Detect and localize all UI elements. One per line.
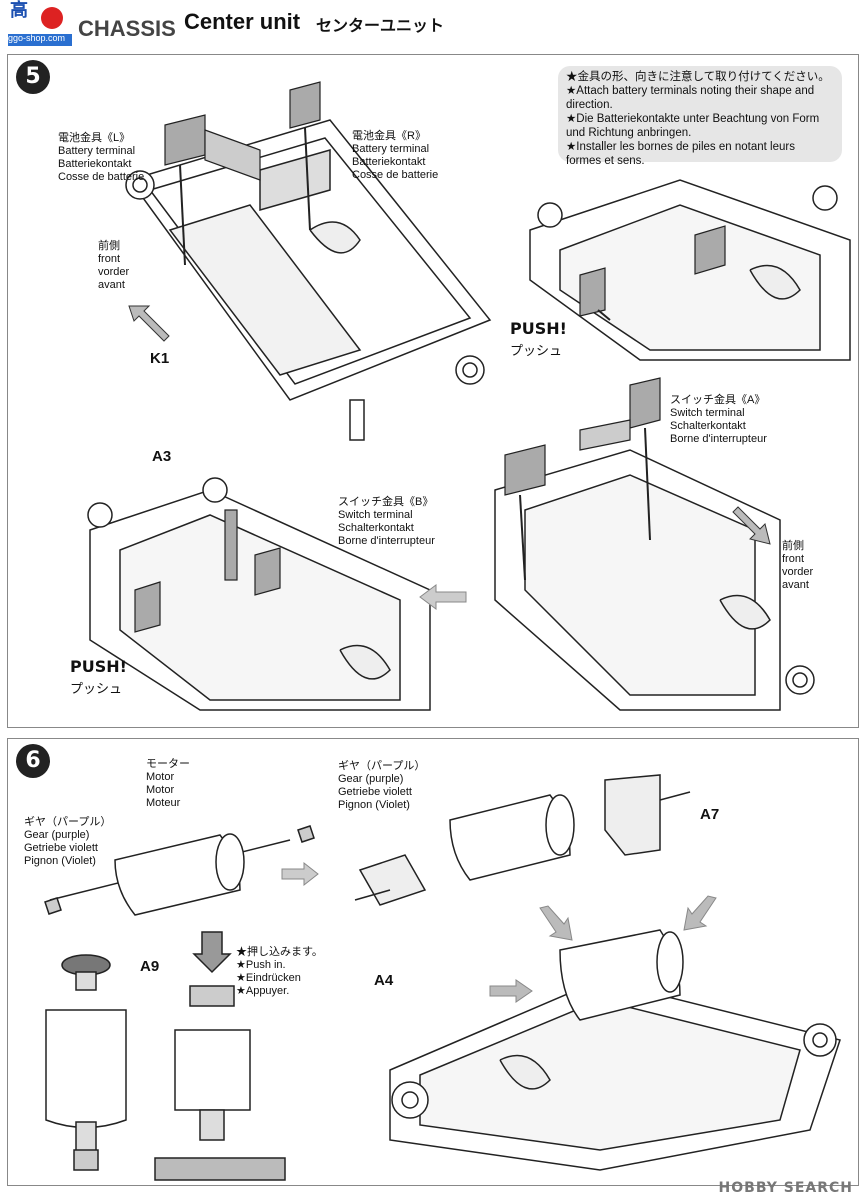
logo-subtext: ggo-shop.com [8,33,66,43]
press-arrow-2 [683,895,717,931]
push-jp-label-1: プッシュ [510,343,563,358]
front-arrow-1 [128,305,170,342]
flow-arrow-right [281,861,319,887]
chassis-illustration-5 [389,929,841,1171]
part-a4-label: A4 [374,972,394,989]
motor-illustration-1 [44,825,315,916]
page-header: 高 ggo-shop.com CHASSIS Center unit センターユ… [0,0,867,56]
logo-text: 高 [10,0,28,20]
motor-illustration-2 [354,774,691,906]
step6-number: 6 [16,744,50,778]
part-a7-label: A7 [700,806,720,823]
chassis-illustration-4 [494,377,815,711]
press-arrow-3 [489,979,533,1003]
chassis-label: CHASSIS [78,16,176,41]
motor-illustration-3 [45,954,127,1171]
part-k1-label: K1 [150,350,170,367]
front-arrow-2 [732,506,771,545]
push-label-1: PUSH! [510,319,567,338]
chassis-illustration-1 [125,81,492,441]
chassis-illustration-2 [529,179,851,361]
step5-note: ★金具の形、向きに注意して取り付けてください。 ★Attach battery … [558,66,842,167]
motor-illustration-4 [154,931,286,1181]
push-label-2: PUSH! [70,657,127,676]
push-jp-label-2: プッシュ [70,681,123,696]
part-a3-label: A3 [152,448,172,465]
step5-number: 5 [16,60,50,94]
part-a9-label: A9 [140,958,160,975]
chassis-illustration-3 [87,477,431,711]
push-in-note: ★押し込みます。★Push in.★Eindrücken★Appuyer. [236,946,323,997]
page-title-jp: センターユニット [316,18,445,35]
shop-logo [6,4,74,48]
page-title: Center unit [184,9,301,34]
flow-arrow-left [419,584,467,610]
watermark: HOBBY SEARCH [718,1180,853,1196]
press-arrow-1 [539,905,573,941]
